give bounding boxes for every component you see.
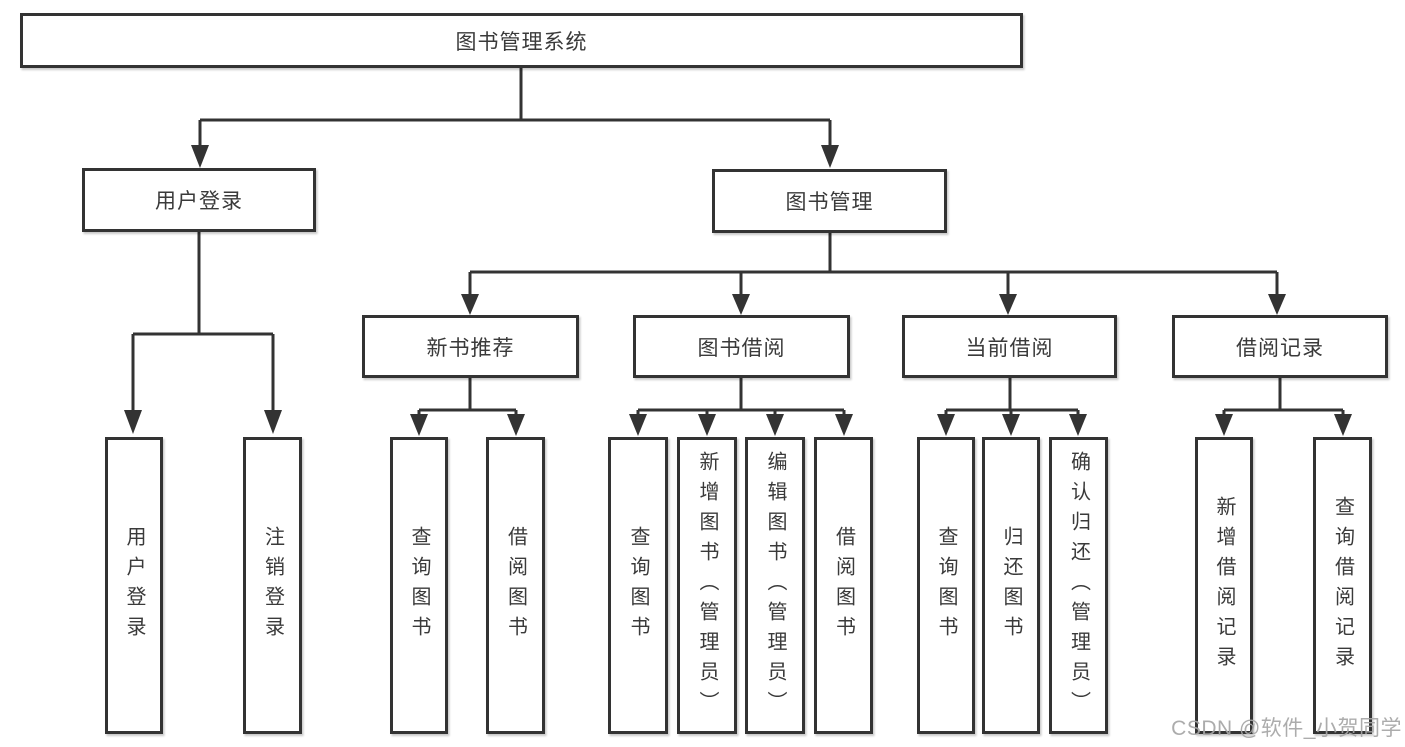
node-current-borrowing: 当前借阅 [902,315,1117,378]
leaf-borrowing-borrow-books: 借阅图书 [814,437,873,734]
leaf-records-add-record-label: 新增借阅记录 [1213,495,1235,676]
leaf-logout-label: 注销登录 [261,525,284,646]
leaf-logout: 注销登录 [243,437,302,734]
leaf-recommend-borrow-books: 借阅图书 [486,437,545,734]
leaf-borrowing-add-books-admin: 新增图书（管理员） [677,437,737,734]
node-root-system-label: 图书管理系统 [455,30,588,54]
leaf-current-confirm-return-admin-label: 确认归还（管理员） [1067,450,1090,721]
leaf-user-login-label: 用户登录 [123,525,145,646]
node-new-book-recommend-label: 新书推荐 [426,336,515,360]
leaf-current-return-books: 归还图书 [982,437,1040,734]
node-book-management-label: 图书管理 [785,191,874,214]
node-book-borrowing: 图书借阅 [633,315,850,378]
leaf-recommend-query-books-label: 查询图书 [408,525,430,646]
leaf-recommend-query-books: 查询图书 [390,437,448,734]
leaf-borrowing-query-books-label: 查询图书 [627,525,649,646]
node-user-login: 用户登录 [82,168,316,232]
leaf-borrowing-query-books: 查询图书 [608,437,668,734]
leaf-records-query-record-label: 查询借阅记录 [1331,495,1354,676]
arrowheads [124,145,1352,436]
csdn-watermark: CSDN @软件_小贺同学 [1171,712,1402,742]
csdn-watermark-text: CSDN @软件_小贺同学 [1171,717,1402,740]
leaf-borrowing-add-books-admin-label: 新增图书（管理员） [696,450,718,721]
leaf-current-confirm-return-admin: 确认归还（管理员） [1049,437,1108,734]
node-root-system: 图书管理系统 [20,13,1023,68]
node-borrowing-records: 借阅记录 [1172,315,1388,378]
leaf-records-add-record: 新增借阅记录 [1195,437,1253,734]
node-current-borrowing-label: 当前借阅 [965,336,1054,360]
leaf-borrowing-borrow-books-label: 借阅图书 [832,525,855,646]
leaf-current-query-books: 查询图书 [917,437,975,734]
node-book-borrowing-label: 图书借阅 [697,336,786,360]
leaf-current-query-books-label: 查询图书 [935,525,957,646]
node-borrowing-records-label: 借阅记录 [1236,336,1324,360]
leaf-borrowing-edit-books-admin-label: 编辑图书（管理员） [764,450,786,721]
leaf-records-query-record: 查询借阅记录 [1313,437,1372,734]
node-book-management: 图书管理 [712,169,947,233]
node-user-login-label: 用户登录 [155,190,243,213]
leaf-user-login: 用户登录 [105,437,163,734]
node-new-book-recommend: 新书推荐 [362,315,579,378]
connector-path [131,68,1345,417]
leaf-recommend-borrow-books-label: 借阅图书 [504,525,527,646]
leaf-current-return-books-label: 归还图书 [1000,525,1022,646]
leaf-borrowing-edit-books-admin: 编辑图书（管理员） [745,437,805,734]
